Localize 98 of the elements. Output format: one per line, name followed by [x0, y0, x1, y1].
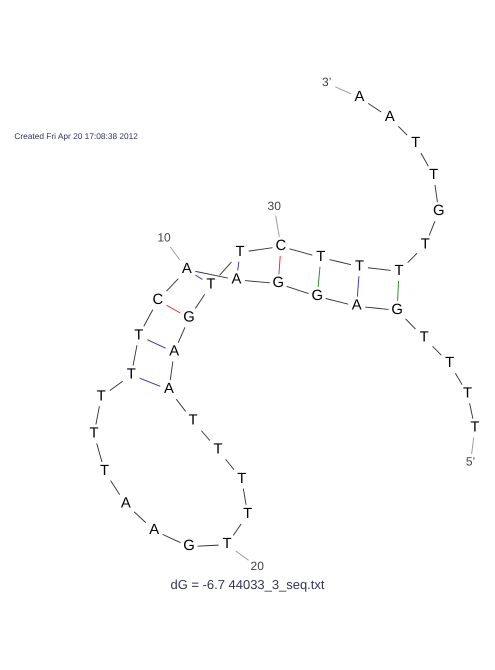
node-text: T — [222, 536, 232, 552]
node-text: G — [312, 287, 324, 304]
node-text: 30 — [268, 198, 281, 213]
connector — [454, 372, 463, 385]
connector — [134, 510, 146, 523]
node-text: T — [126, 366, 136, 382]
connector — [397, 280, 399, 301]
node-text: G — [183, 308, 195, 325]
node-text: T — [236, 243, 245, 260]
connector — [194, 293, 206, 309]
connector — [235, 550, 250, 560]
node-text: T — [420, 328, 429, 345]
node-text: A — [352, 297, 362, 314]
connector — [194, 270, 228, 278]
node-text: T — [394, 262, 404, 278]
connector — [232, 523, 242, 536]
node-text: T — [429, 166, 438, 183]
connector — [132, 344, 138, 366]
caption: dG = -6.7 44033_3_seq.txt — [170, 576, 324, 592]
node-text: T — [355, 258, 364, 274]
connector — [200, 430, 210, 440]
node-text: T — [243, 505, 252, 522]
node-text: G — [391, 301, 403, 318]
node-text: 10 — [157, 230, 171, 244]
connector — [196, 544, 220, 546]
node-text: T — [214, 441, 223, 458]
connector — [225, 458, 234, 470]
connector — [170, 360, 174, 380]
label: Created Fri Apr 20 17:08:38 2012 — [14, 130, 138, 141]
node-text: G — [433, 202, 445, 219]
connector — [166, 278, 179, 292]
connector — [434, 184, 438, 202]
node-text: A — [232, 270, 242, 287]
node-text: A — [384, 108, 395, 125]
node-text: G — [183, 538, 195, 554]
node-text: T — [188, 412, 198, 428]
connector — [469, 402, 474, 419]
connector — [356, 275, 360, 297]
node-text: 5’ — [466, 454, 476, 468]
connector — [96, 442, 102, 462]
node-text: C — [152, 291, 164, 308]
connector — [405, 318, 416, 330]
connector — [432, 345, 442, 356]
connector — [219, 261, 232, 276]
connector — [170, 246, 180, 260]
connector — [162, 533, 182, 543]
connector — [146, 338, 166, 348]
connector — [368, 102, 382, 112]
node-text: 3’ — [322, 74, 332, 89]
connector — [334, 86, 352, 94]
connector — [176, 398, 186, 412]
node-text: A — [120, 495, 131, 512]
node-text: C — [276, 237, 286, 254]
node-text: T — [316, 248, 326, 264]
node-text: T — [411, 134, 420, 151]
connector — [109, 380, 124, 391]
node-text: T — [237, 470, 246, 486]
connector — [244, 280, 270, 283]
connector — [278, 254, 281, 274]
connector — [398, 125, 408, 136]
connector — [407, 252, 418, 263]
connector — [248, 246, 273, 252]
connector — [471, 436, 474, 454]
node-text: T — [90, 425, 99, 442]
connector — [194, 274, 203, 280]
node-text: T — [134, 326, 144, 343]
node-text: G — [272, 274, 284, 291]
connector — [367, 266, 392, 270]
connector — [166, 304, 181, 313]
node-text: A — [182, 260, 192, 277]
node-text: T — [420, 236, 430, 252]
node-text: T — [206, 276, 216, 292]
node-text: T — [96, 388, 106, 404]
connector — [328, 258, 352, 265]
node-text: T — [470, 419, 480, 435]
node-text: A — [354, 88, 364, 105]
connector — [95, 405, 100, 424]
connector — [275, 214, 280, 237]
connector — [428, 220, 436, 236]
connector — [288, 248, 313, 256]
connector — [143, 308, 154, 326]
connector — [286, 285, 310, 294]
connector — [420, 152, 429, 166]
connector — [364, 306, 389, 310]
connector — [318, 266, 320, 287]
connector — [325, 298, 349, 304]
connector — [242, 488, 247, 505]
node-text: T — [100, 462, 110, 478]
node-text: 20 — [250, 558, 264, 572]
node-text: A — [164, 380, 174, 397]
node-text: T — [445, 354, 454, 371]
node-text: A — [169, 343, 180, 360]
node-text: A — [149, 522, 160, 538]
connector — [237, 260, 240, 270]
connector — [178, 326, 186, 343]
connector — [110, 480, 120, 495]
connector — [139, 377, 161, 386]
node-text: T — [463, 384, 472, 401]
